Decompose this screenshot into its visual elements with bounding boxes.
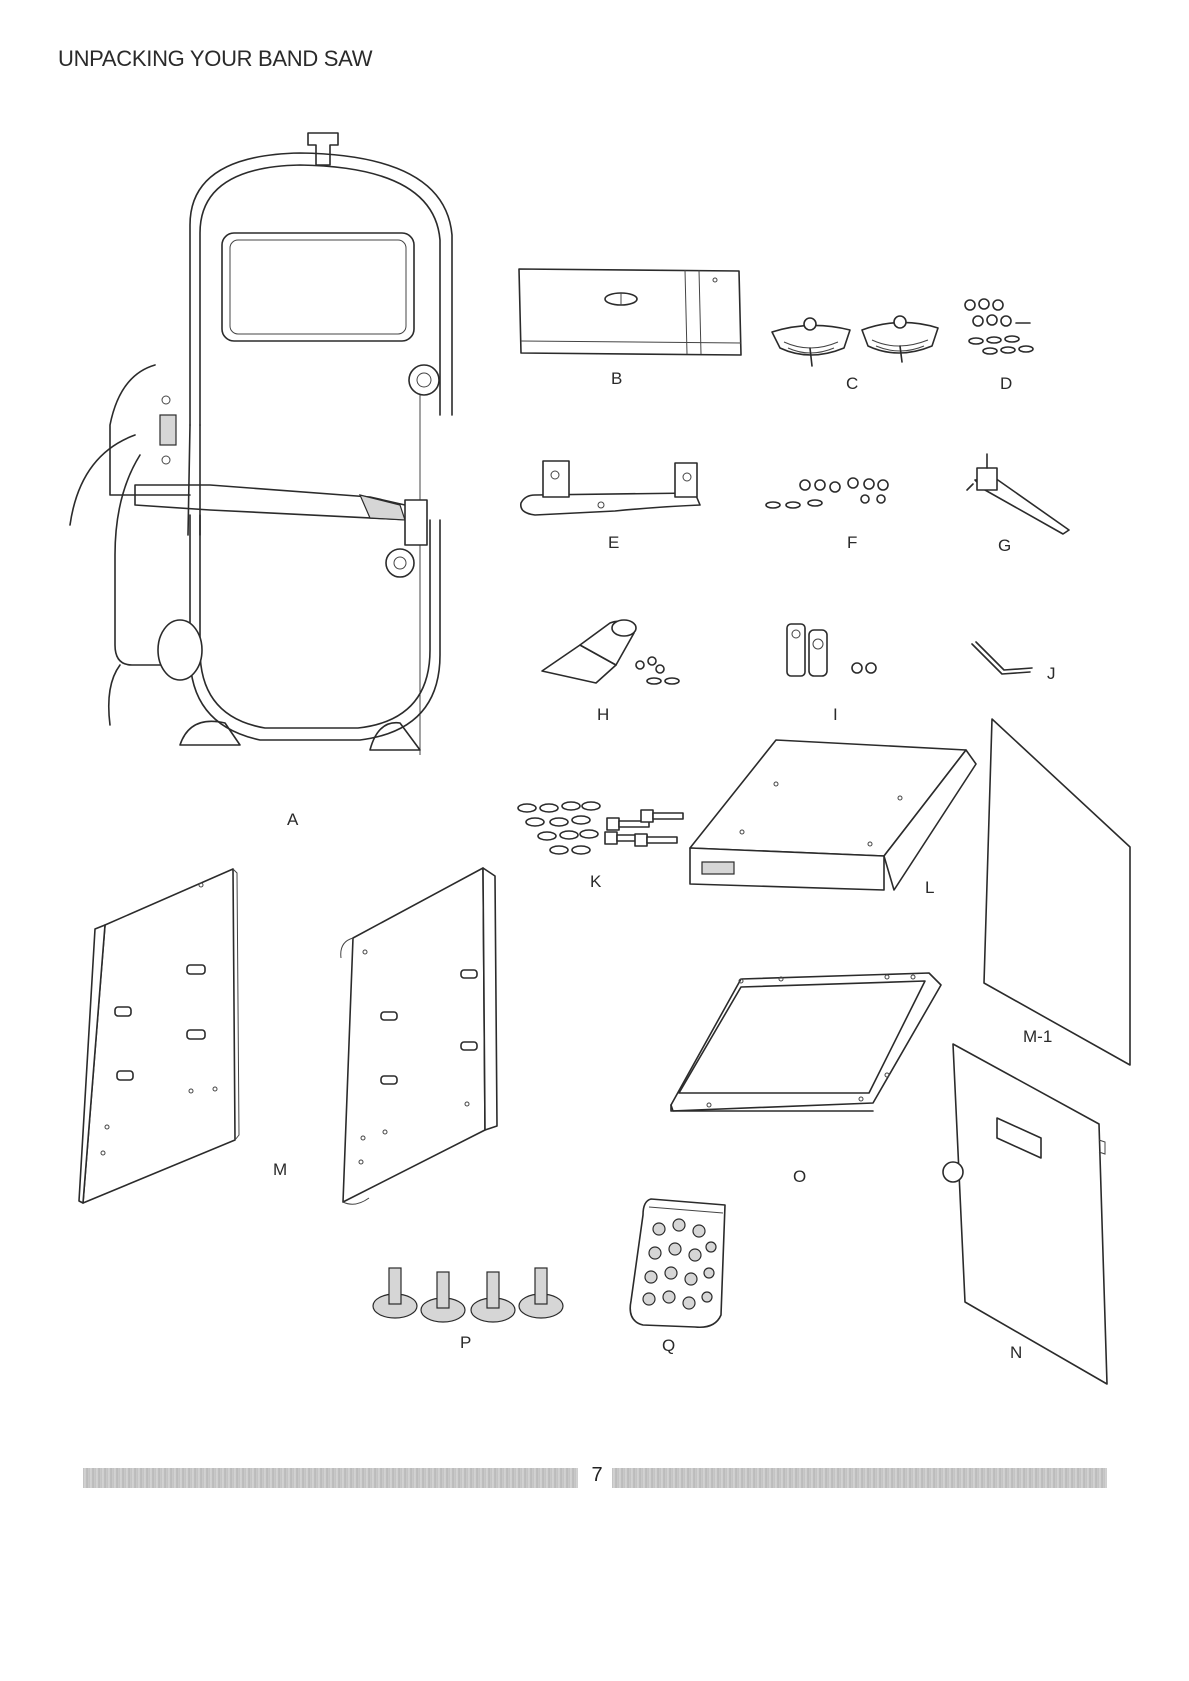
page-number: 7 — [585, 1464, 609, 1487]
side-panel-right-illustration — [335, 862, 500, 1212]
footer-rule-right — [612, 1468, 1107, 1488]
support-bracket-illustration — [515, 455, 715, 520]
part-label-d: D — [1000, 374, 1012, 394]
part-label-q: Q — [662, 1336, 675, 1356]
part-label-i: I — [833, 705, 838, 725]
trunnions-illustration — [770, 300, 945, 370]
hardware-k-illustration — [515, 798, 690, 863]
cabinet-frame-illustration — [665, 965, 950, 1115]
part-label-f: F — [847, 533, 857, 553]
brackets-i-illustration — [785, 620, 895, 682]
part-label-e: E — [608, 533, 619, 553]
hardware-f-illustration — [765, 475, 905, 520]
part-label-c: C — [846, 374, 858, 394]
leveling-feet-illustration — [365, 1260, 575, 1325]
table-illustration — [515, 265, 745, 365]
hex-key-illustration — [968, 640, 1038, 680]
part-label-a: A — [287, 810, 298, 830]
footer-rule-left — [83, 1468, 578, 1488]
band-saw-illustration — [60, 125, 460, 815]
part-label-m: M — [273, 1160, 287, 1180]
part-label-l: L — [925, 878, 934, 898]
panel-m1-illustration — [980, 715, 1145, 1070]
part-label-p: P — [460, 1333, 471, 1353]
part-label-j: J — [1047, 664, 1056, 684]
part-label-b: B — [611, 369, 622, 389]
cabinet-top-illustration — [688, 738, 978, 898]
part-label-n: N — [1010, 1343, 1022, 1363]
side-panel-left-illustration — [75, 865, 245, 1205]
page-title: UNPACKING YOUR BAND SAW — [58, 46, 372, 72]
part-label-k: K — [590, 872, 601, 892]
dust-port-illustration — [540, 615, 690, 695]
part-label-g: G — [998, 536, 1011, 556]
hardware-d-illustration — [960, 295, 1060, 365]
rip-fence-illustration — [965, 450, 1075, 535]
part-label-h: H — [597, 705, 609, 725]
part-label-o: O — [793, 1167, 806, 1187]
door-panel-illustration — [945, 1040, 1115, 1395]
hardware-bag-illustration — [625, 1195, 735, 1330]
